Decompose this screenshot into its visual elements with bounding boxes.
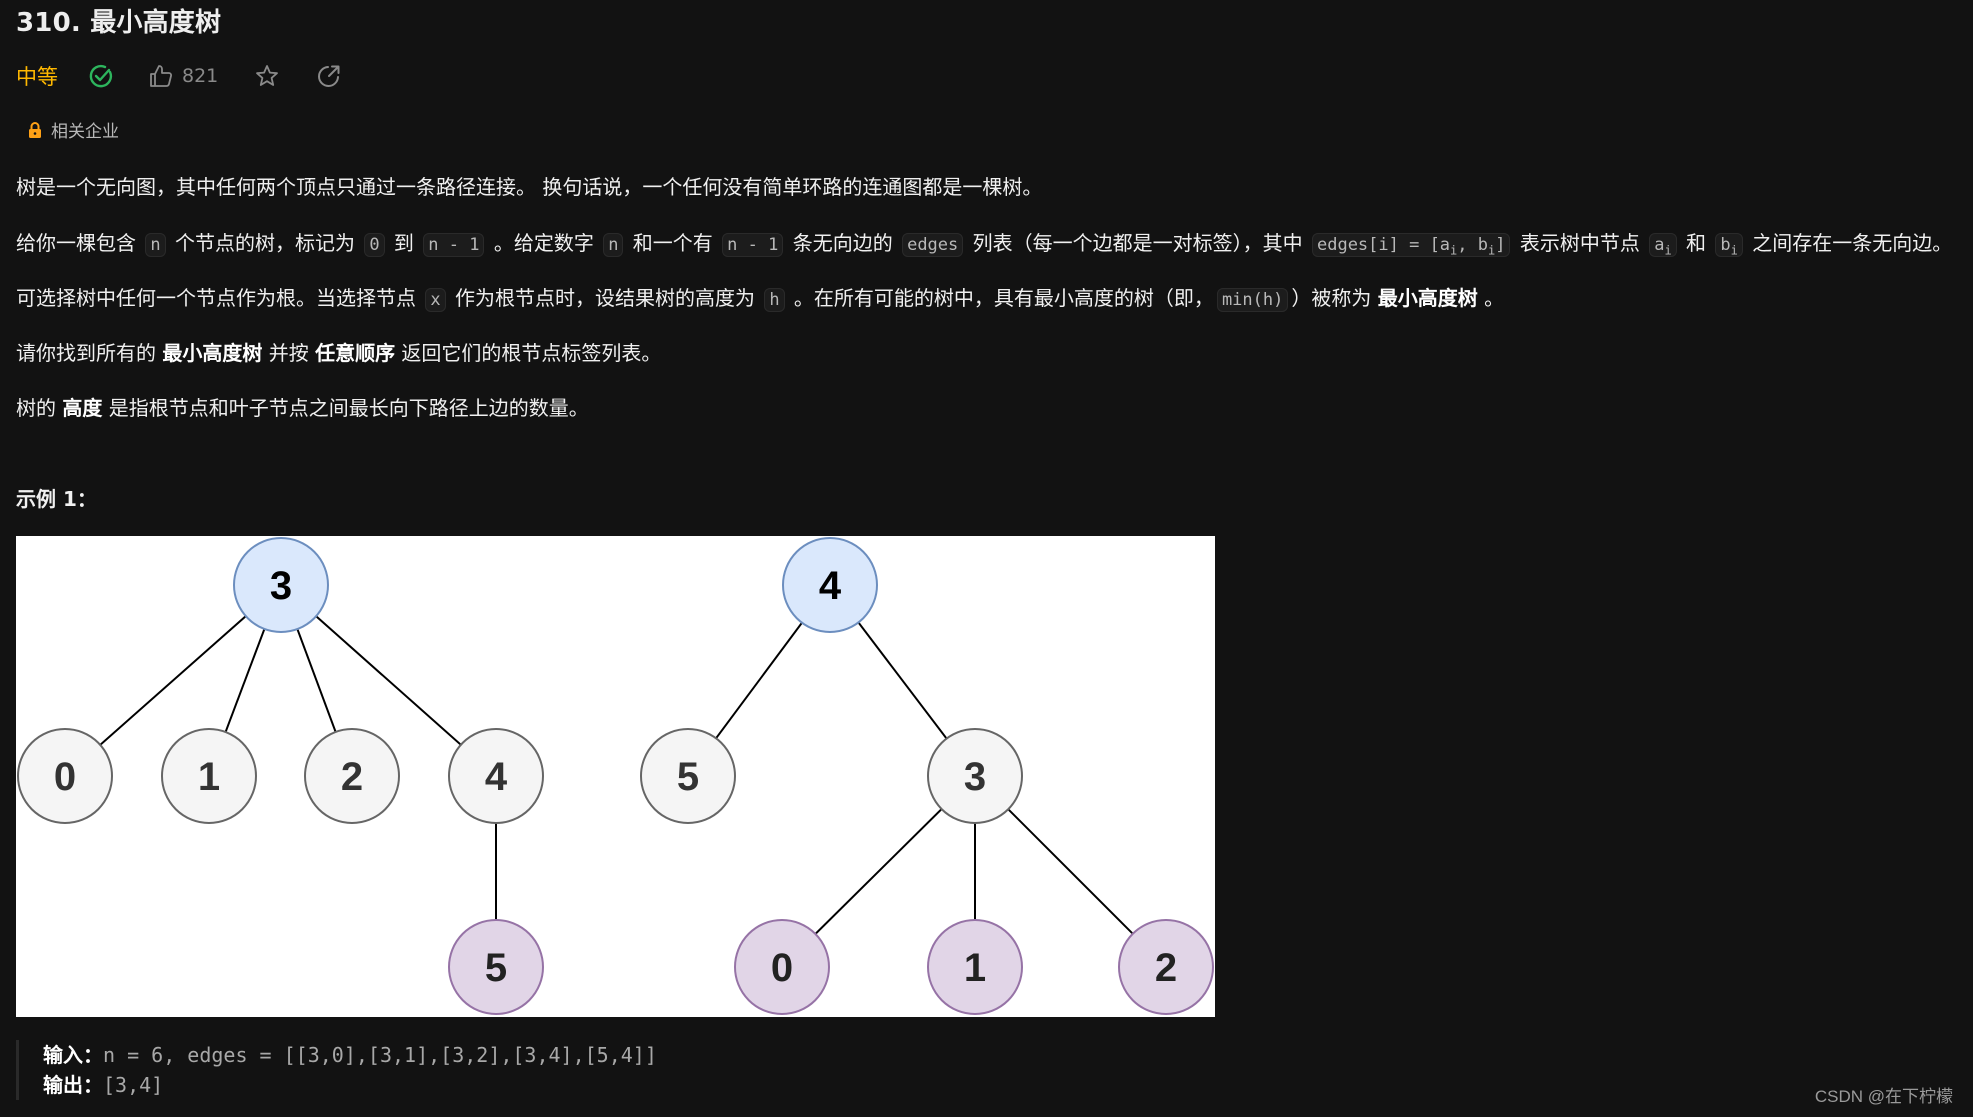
tree-node-left-2: 2 [304,728,400,824]
svg-text:1: 1 [198,755,220,799]
share-button[interactable] [316,63,342,89]
output-label: 输出： [43,1073,103,1097]
description-paragraph-2: 给你一棵包含 n 个节点的树，标记为 0 到 n - 1 。给定数字 n 和一个… [16,231,1953,258]
check-circle-icon [89,64,113,88]
problem-title: 310. 最小高度树 [16,8,222,38]
favorite-button[interactable] [254,63,280,89]
example-output-line: 输出：[3,4] [43,1070,657,1100]
example-io-block: 输入：n = 6, edges = [[3,0],[3,1],[3,2],[3,… [16,1040,657,1100]
example-tree-figure: 3 0 1 2 4 5 4 5 3 0 1 2 [16,536,1215,1017]
watermark: CSDN @在下柠檬 [1814,1087,1953,1106]
tree-node-left-1: 1 [161,728,257,824]
tree-node-left-5: 5 [448,919,544,1015]
like-count: 821 [182,65,219,87]
share-icon [318,65,340,87]
svg-text:0: 0 [54,755,76,799]
svg-text:4: 4 [485,755,508,799]
tree-node-right-0: 0 [734,919,830,1015]
problem-meta-bar: 中等 821 [16,58,342,94]
svg-text:3: 3 [270,564,292,608]
output-value: [3,4] [103,1073,164,1097]
svg-text:0: 0 [771,946,793,990]
svg-text:2: 2 [341,755,363,799]
tree-node-left-4: 4 [448,728,544,824]
thumbs-up-icon [150,65,173,87]
example-heading: 示例 1： [16,487,97,511]
related-companies-button[interactable]: 相关企业 [28,117,119,142]
left-tree-edges [64,584,497,967]
related-companies-label: 相关企业 [51,122,119,142]
svg-text:5: 5 [485,946,507,990]
difficulty-badge: 中等 [16,65,58,89]
star-icon [256,65,279,86]
lock-icon [29,121,41,138]
input-value: n = 6, edges = [[3,0],[3,1],[3,2],[3,4],… [103,1043,657,1067]
solved-status [88,63,114,89]
svg-text:3: 3 [964,755,986,799]
description-paragraph-5: 树的 高度 是指根节点和叶子节点之间最长向下路径上边的数量。 [16,396,589,420]
description-paragraph-1: 树是一个无向图，其中任何两个顶点只通过一条路径连接。 换句话说，一个任何没有简单… [16,175,1043,199]
tree-node-right-5: 5 [640,728,736,824]
tree-node-right-2: 2 [1118,919,1214,1015]
tree-node-left-0: 0 [17,728,113,824]
tree-node-right-4: 4 [782,537,878,633]
svg-text:2: 2 [1155,946,1177,990]
tree-node-left-3: 3 [233,537,329,633]
input-label: 输入： [43,1043,103,1067]
svg-text:4: 4 [819,564,842,608]
description-paragraph-4: 请你找到所有的 最小高度树 并按 任意顺序 返回它们的根节点标签列表。 [16,341,662,365]
tree-node-right-1: 1 [927,919,1023,1015]
svg-text:5: 5 [677,755,699,799]
tree-node-right-3: 3 [927,728,1023,824]
svg-text:1: 1 [964,946,986,990]
like-button[interactable]: 821 [148,63,218,89]
description-paragraph-3: 可选择树中任何一个节点作为根。当选择节点 x 作为根节点时，设结果树的高度为 h… [16,286,1505,312]
example-input-line: 输入：n = 6, edges = [[3,0],[3,1],[3,2],[3,… [43,1040,657,1070]
